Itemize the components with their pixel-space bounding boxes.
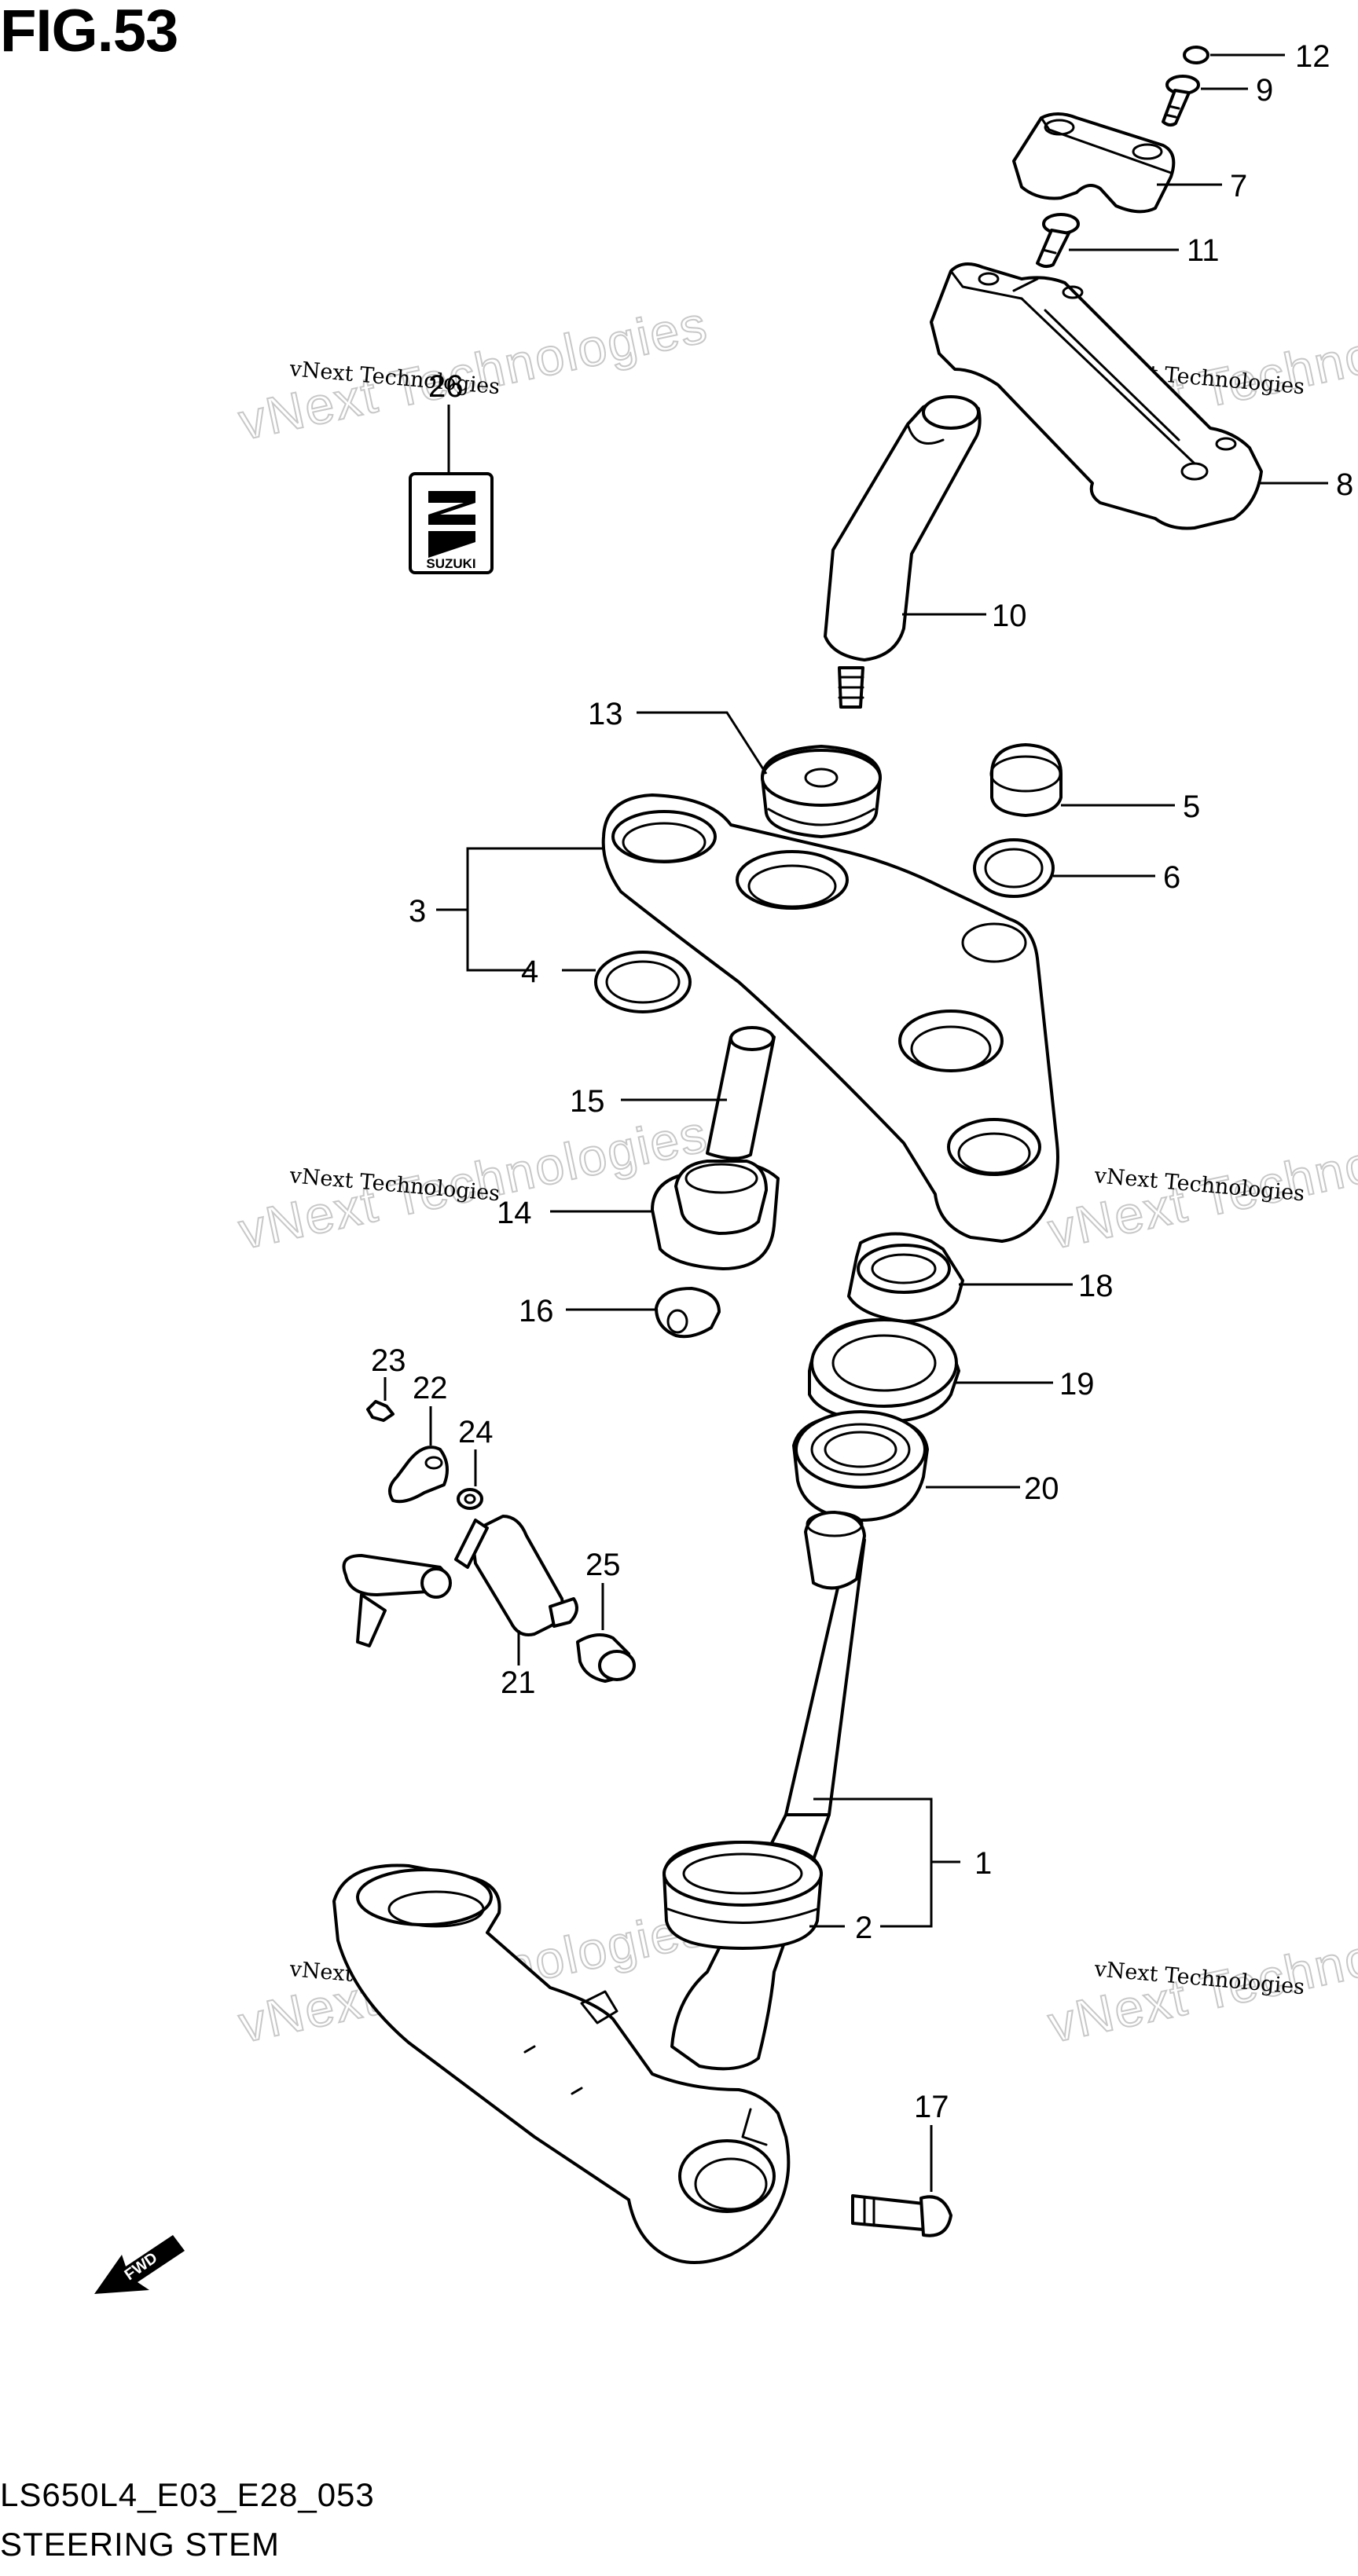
part-9-bolt bbox=[1162, 75, 1248, 127]
callout-22: 22 bbox=[413, 1371, 448, 1405]
watermark-6: vNext Technologies vNext Technologies bbox=[1043, 1896, 1358, 2054]
watermark-3: vNext Technologies vNext Technologies bbox=[233, 1103, 714, 1261]
part-6-washer bbox=[973, 838, 1155, 898]
part-26-suzuki-emblem: SUZUKI bbox=[409, 405, 494, 574]
part-8-handlebar-holder-lower bbox=[930, 262, 1328, 530]
section-title: STEERING STEM bbox=[0, 2526, 281, 2563]
callout-25: 25 bbox=[585, 1548, 621, 1582]
part-4-washer bbox=[562, 951, 692, 1013]
watermark-1: vNext Technologies vNext Technologies bbox=[233, 294, 714, 452]
callout-13: 13 bbox=[588, 697, 623, 731]
part-3-upper-bracket bbox=[436, 793, 1059, 1243]
callout-17: 17 bbox=[914, 2090, 949, 2124]
fwd-arrow-icon: FWD bbox=[94, 2235, 185, 2294]
callout-14: 14 bbox=[497, 1196, 532, 1230]
callout-9: 9 bbox=[1256, 73, 1273, 108]
part-21-steering-lock bbox=[342, 1515, 578, 1665]
callout-6: 6 bbox=[1163, 860, 1180, 895]
callout-4: 4 bbox=[521, 955, 538, 989]
part-10-handlebar-riser bbox=[824, 395, 986, 709]
part-1-steering-stem bbox=[332, 1511, 960, 2264]
part-22-cover bbox=[388, 1406, 449, 1504]
emblem-text: SUZUKI bbox=[426, 556, 475, 571]
part-25-plug bbox=[576, 1583, 636, 1683]
part-24-washer bbox=[457, 1449, 483, 1510]
callout-1: 1 bbox=[974, 1846, 992, 1881]
part-23-screw bbox=[366, 1377, 395, 1422]
callout-3: 3 bbox=[409, 894, 426, 929]
model-code: LS650L4_E03_E28_053 bbox=[0, 2476, 375, 2513]
callout-15: 15 bbox=[570, 1084, 605, 1119]
part-15-pin bbox=[621, 1026, 776, 1160]
watermark-4: vNext Technologies vNext Technologies bbox=[1043, 1103, 1358, 1261]
callout-2: 2 bbox=[855, 1911, 872, 1945]
callout-24: 24 bbox=[458, 1415, 494, 1449]
callout-10: 10 bbox=[992, 599, 1027, 633]
part-12-cap bbox=[1183, 46, 1285, 64]
callout-labels: 12 9 7 11 8 26 10 13 5 6 3 4 15 14 18 16… bbox=[371, 39, 1353, 2124]
callout-18: 18 bbox=[1078, 1269, 1114, 1303]
callout-7: 7 bbox=[1230, 169, 1247, 203]
figure-title: FIG.53 bbox=[0, 0, 178, 64]
part-7-handlebar-holder-upper bbox=[1012, 112, 1222, 214]
callout-12: 12 bbox=[1295, 39, 1330, 74]
callout-26: 26 bbox=[428, 369, 464, 404]
part-11-bolt bbox=[1036, 213, 1179, 269]
callout-16: 16 bbox=[519, 1294, 554, 1328]
part-5-cap bbox=[989, 743, 1175, 817]
callout-8: 8 bbox=[1336, 467, 1353, 502]
part-17-bolt bbox=[851, 2125, 952, 2237]
callout-23: 23 bbox=[371, 1343, 406, 1378]
part-14-damper bbox=[550, 1160, 780, 1270]
part-19-dust-seal bbox=[808, 1318, 1053, 1424]
callout-5: 5 bbox=[1183, 790, 1200, 824]
callout-20: 20 bbox=[1024, 1471, 1059, 1506]
callout-19: 19 bbox=[1059, 1367, 1095, 1402]
part-18-nut bbox=[847, 1232, 1073, 1323]
part-20-bearing bbox=[792, 1410, 1020, 1522]
callout-21: 21 bbox=[501, 1665, 536, 1700]
part-16-plug bbox=[566, 1287, 721, 1339]
callout-11: 11 bbox=[1187, 233, 1220, 268]
part-13-cushion bbox=[637, 711, 882, 838]
